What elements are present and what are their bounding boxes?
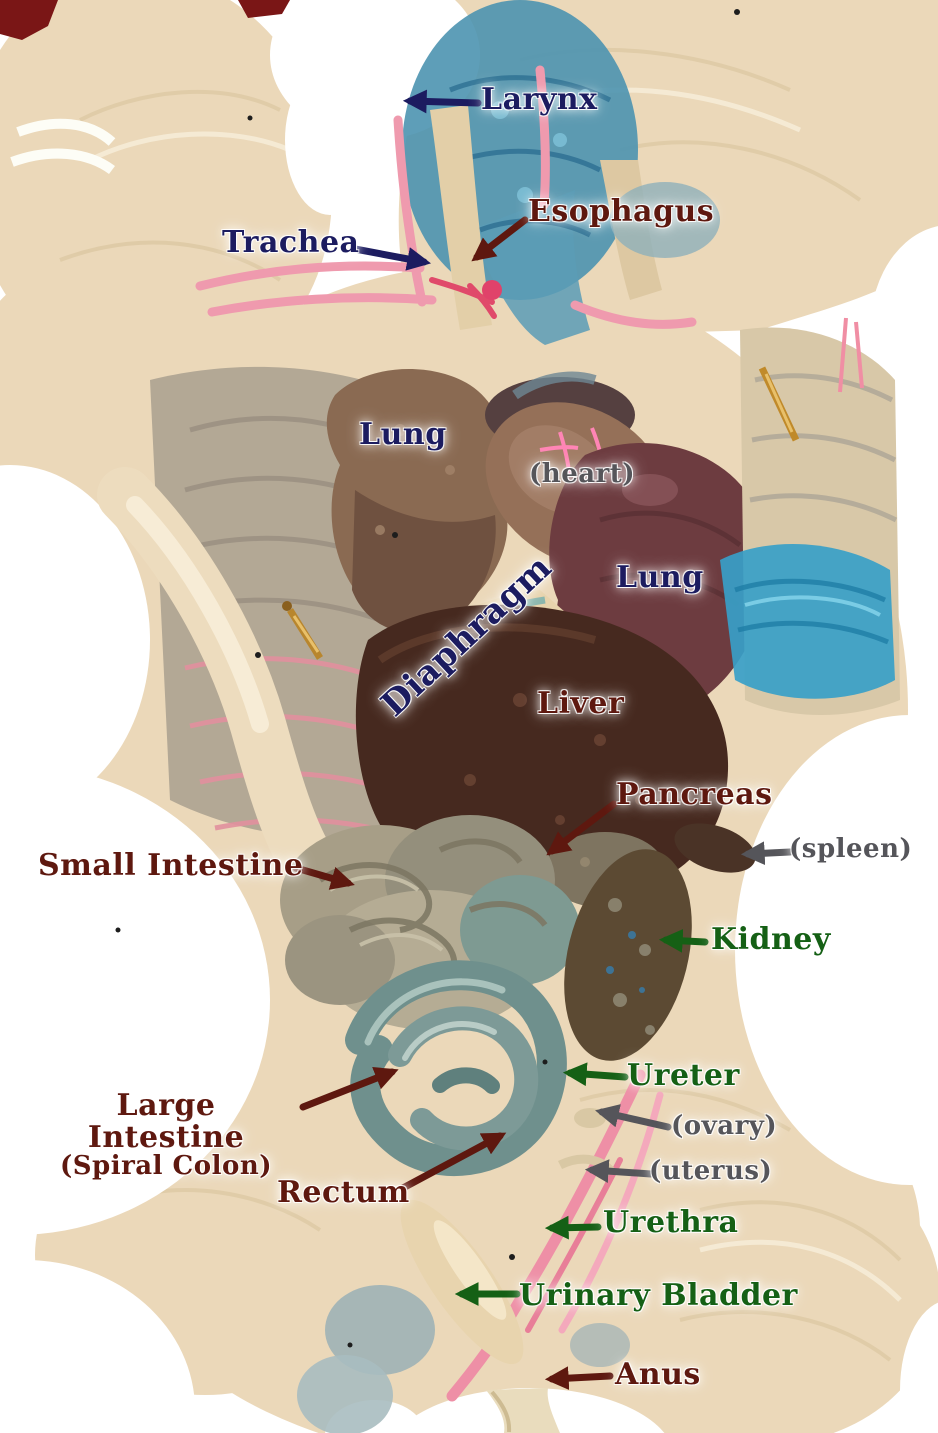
label-large-intestine-line1: Large Intestine [87, 1088, 245, 1155]
label-liver: Liver [537, 686, 625, 721]
label-larynx: Larynx [481, 82, 598, 117]
label-lung-right: Lung [616, 560, 704, 595]
label-kidney: Kidney [711, 922, 831, 957]
label-rectum: Rectum [277, 1175, 410, 1210]
label-ureter: Ureter [627, 1058, 740, 1093]
label-trachea: Trachea [222, 225, 360, 260]
label-lung-left: Lung [359, 417, 447, 452]
label-heart: (heart) [529, 459, 636, 489]
label-esophagus: Esophagus [528, 194, 715, 229]
label-uterus: (uterus) [649, 1156, 773, 1186]
label-spleen: (spleen) [789, 834, 913, 864]
label-anus: Anus [615, 1357, 701, 1392]
label-ovary: (ovary) [671, 1111, 778, 1141]
label-small-intestine: Small Intestine [38, 848, 304, 883]
label-pancreas: Pancreas [616, 777, 773, 812]
label-urinary-bladder: Urinary Bladder [519, 1278, 798, 1313]
label-large-intestine-line2: (Spiral Colon) [59, 1151, 273, 1181]
label-urethra: Urethra [603, 1205, 739, 1240]
label-large-intestine: Large Intestine(Spiral Colon) [36, 1090, 296, 1180]
